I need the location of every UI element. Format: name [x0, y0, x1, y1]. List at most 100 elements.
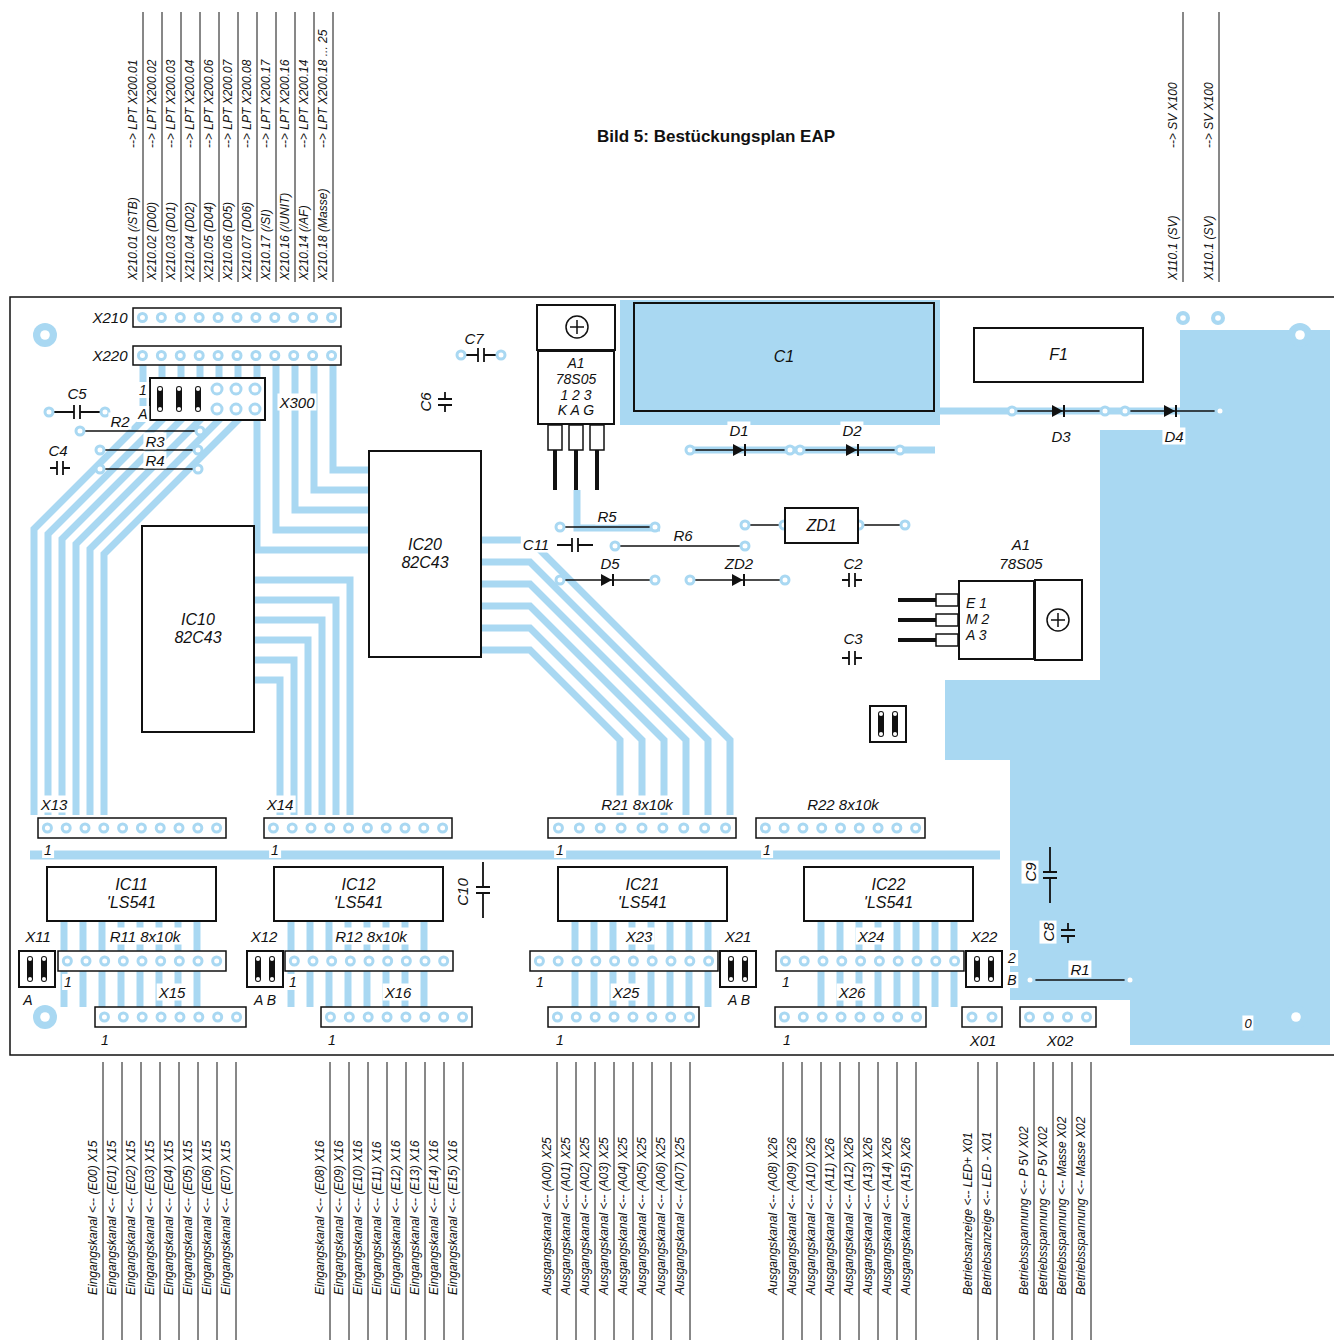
diode-bar: [1175, 405, 1177, 417]
wire-line: [633, 1062, 634, 1340]
signal-label: --> LPT X200.04: [184, 60, 196, 148]
solder-pad: [119, 824, 127, 832]
signal-label: Ausgangskanal <-- (A15) X26: [900, 1137, 912, 1295]
mounting-hole-bore: [1180, 315, 1186, 321]
component-text: M 2: [966, 612, 989, 628]
signal-label: X210.03 (D01): [165, 202, 177, 280]
part-label: X01: [968, 1032, 999, 1049]
copper-trace: [255, 580, 350, 815]
regulator-pin: [936, 614, 958, 626]
part-label: 1: [269, 842, 281, 858]
mounting-hole-bore: [1295, 330, 1305, 340]
copper-trace: [118, 971, 125, 1007]
signal-label: Ausgangskanal <-- (A04) X25: [617, 1137, 629, 1295]
solder-pad: [629, 957, 637, 965]
copper-trace: [591, 922, 598, 951]
component-text: IC10: [181, 611, 215, 629]
solder-pad: [137, 824, 145, 832]
jumper-pin: [177, 407, 181, 411]
diode-symbol: [1164, 405, 1175, 417]
solder-pad: [1121, 407, 1129, 415]
solder-pad: [195, 352, 203, 360]
solder-pad: [800, 957, 808, 965]
wire-line: [840, 1062, 841, 1340]
copper-layer: [30, 300, 1330, 1045]
mounting-hole-bore: [40, 1012, 50, 1022]
copper-trace: [667, 922, 674, 951]
signal-label: --> LPT X200.07: [222, 60, 234, 148]
wire-line: [425, 1062, 426, 1340]
component-text: A1: [567, 356, 584, 372]
wire-line: [160, 1062, 161, 1340]
regulator-leg: [574, 450, 578, 490]
solder-pad: [345, 1013, 353, 1021]
part-label: 1: [137, 382, 149, 398]
part-label: C10: [454, 876, 471, 908]
jumper-pin: [743, 977, 747, 981]
part-label: 1: [554, 842, 566, 858]
jumper-pin: [158, 407, 162, 411]
part-label: C7: [462, 330, 485, 347]
solder-pad: [894, 1013, 902, 1021]
solder-pad: [1026, 976, 1034, 984]
solder-pad: [573, 957, 581, 965]
solder-pad: [345, 824, 353, 832]
wire-line: [103, 1062, 104, 1340]
part-label: C6: [417, 390, 434, 413]
solder-pad: [553, 1013, 561, 1021]
signal-label: X210.17 (/SI): [260, 209, 272, 280]
component-text: K A G: [558, 403, 594, 419]
connector-strip: [548, 818, 736, 838]
component-text: IC11: [115, 876, 148, 894]
jumper-link: [195, 389, 201, 409]
solder-pad: [741, 521, 749, 529]
part-label: C5: [65, 385, 88, 402]
solder-pad: [439, 824, 447, 832]
component-body: IC21'LS541: [557, 866, 728, 922]
wire-lines: [103, 12, 1219, 1340]
solder-pad: [556, 523, 564, 531]
solder-pad: [611, 957, 619, 965]
component-body: F1: [973, 327, 1144, 383]
signal-label: Ausgangskanal <-- (A14) X26: [881, 1137, 893, 1295]
jumper-pin: [989, 957, 993, 961]
part-label: R21 8x10k: [599, 796, 675, 813]
signal-label: Eingangskanal <-- (E10) X16: [352, 1141, 364, 1295]
part-label: 78S05: [997, 555, 1044, 572]
regulator-pin: [936, 594, 958, 606]
jumper-pin: [879, 732, 883, 736]
copper-trace: [345, 971, 352, 1007]
solder-pad: [157, 314, 165, 322]
jumper-pin: [975, 977, 979, 981]
solder-pad: [819, 957, 827, 965]
solder-pad: [1026, 1013, 1034, 1021]
jumper-link: [255, 959, 261, 979]
capacitor-symbol: [476, 862, 490, 918]
solder-pad: [617, 824, 625, 832]
solder-pad: [1008, 407, 1016, 415]
part-label: R2: [108, 413, 131, 430]
solder-pad: [402, 1013, 410, 1021]
solder-pad: [175, 824, 183, 832]
part-label: D1: [727, 422, 750, 439]
solder-pad: [212, 384, 222, 394]
solder-pad: [741, 542, 749, 550]
part-label: C2: [841, 555, 864, 572]
part-label: 1: [287, 974, 299, 990]
solder-pad: [572, 1013, 580, 1021]
signal-label: Ausgangskanal <-- (A11) X26: [824, 1138, 836, 1295]
copper-trace: [255, 660, 294, 815]
signal-label: X210.18 (Masse): [317, 189, 329, 280]
solder-pad: [138, 1013, 146, 1021]
mounting-hole: [1288, 323, 1312, 347]
solder-pad: [156, 824, 164, 832]
solder-pad: [100, 1013, 108, 1021]
part-label: X13: [39, 796, 70, 813]
jumper-pin: [196, 387, 200, 391]
copper-trace: [818, 922, 825, 951]
solder-pad: [157, 1013, 165, 1021]
wire-line: [143, 12, 144, 282]
solder-pad: [535, 957, 543, 965]
copper-trace: [333, 356, 368, 470]
solder-pad: [326, 824, 334, 832]
